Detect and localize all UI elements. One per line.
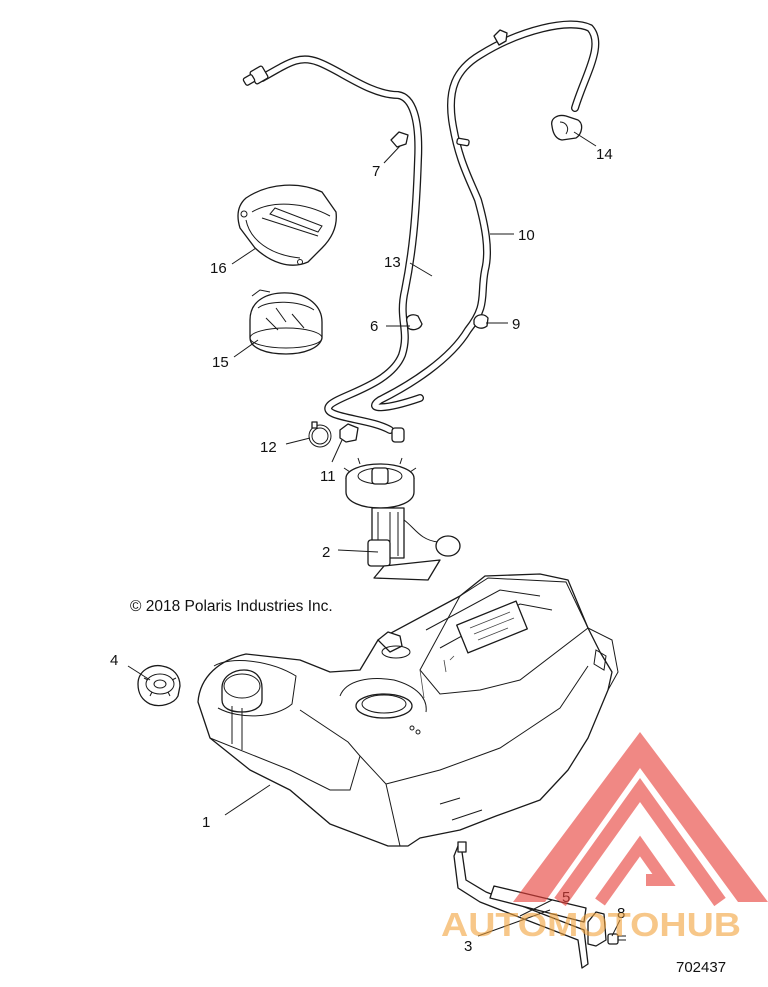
- cap-cover-16: [237, 184, 337, 266]
- callout-3: 3: [464, 938, 472, 955]
- leader-lines: [127, 131, 621, 937]
- fuel-tank-1: [197, 573, 619, 847]
- vent-hose-10: [370, 20, 600, 412]
- clip-9: [473, 314, 489, 329]
- copyright-text: © 2018 Polaris Industries Inc.: [130, 598, 333, 615]
- callout-7: 7: [372, 163, 380, 180]
- pad-5: [489, 885, 587, 923]
- clip-11: [339, 423, 359, 443]
- hose-clip-14: [551, 114, 583, 141]
- figure-number: 702437: [676, 959, 726, 976]
- callout-2: 2: [322, 544, 330, 561]
- callout-13: 13: [384, 254, 401, 271]
- strap-3: [453, 841, 607, 969]
- clamp-12: [308, 421, 332, 448]
- callout-12: 12: [260, 439, 277, 456]
- callout-15: 15: [212, 354, 229, 371]
- callout-14: 14: [596, 146, 613, 163]
- hose-end-fitting: [242, 65, 269, 86]
- clip-top: [493, 29, 508, 46]
- filler-cap-4: [137, 664, 181, 707]
- callout-6: 6: [370, 318, 378, 335]
- hose-connector-lower: [391, 427, 405, 443]
- watermark-text: AUTOMOTOHUB: [441, 906, 741, 943]
- callout-8: 8: [617, 905, 625, 922]
- watermark-triangle: [513, 732, 768, 902]
- callout-9: 9: [512, 316, 520, 333]
- clip-6: [406, 314, 423, 331]
- callout-4: 4: [110, 652, 118, 669]
- callout-16: 16: [210, 260, 227, 277]
- fuel-cap-15: [249, 289, 323, 355]
- clip-7: [390, 131, 409, 148]
- watermark-logo: [513, 732, 768, 907]
- hose-connector: [456, 137, 470, 147]
- vent-hose-13: [258, 55, 423, 434]
- fuel-pump-2: [343, 457, 461, 581]
- callout-10: 10: [518, 227, 535, 244]
- callout-11: 11: [320, 468, 336, 485]
- callout-1: 1: [202, 814, 210, 831]
